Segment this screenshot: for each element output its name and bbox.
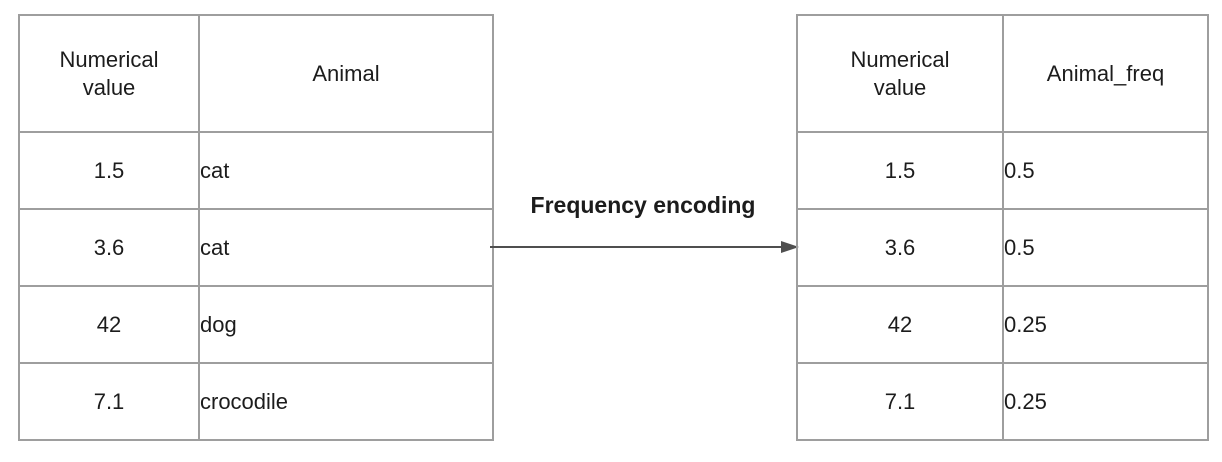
animal-cell: dog — [198, 285, 494, 364]
table-row: 7.1 0.25 — [796, 362, 1209, 441]
table-row: 7.1 crocodile — [18, 362, 494, 441]
numerical-value-cell: 7.1 — [796, 362, 1004, 441]
table-row: 3.6 cat — [18, 208, 494, 287]
animal-freq-cell: 0.5 — [1002, 131, 1209, 210]
table-row: 42 0.25 — [796, 285, 1209, 364]
numerical-value-cell: 1.5 — [796, 131, 1004, 210]
encoded-header-numerical-value: Numerical value — [796, 14, 1004, 133]
header-label: Animal_freq — [1046, 60, 1165, 86]
animal-freq-cell: 0.25 — [1002, 285, 1209, 364]
table-row: 1.5 0.5 — [796, 131, 1209, 210]
animal-cell: cat — [198, 208, 494, 287]
header-label: Numerical value — [850, 47, 950, 100]
numerical-value-cell: 3.6 — [796, 208, 1004, 287]
encoded-header-animal-freq: Animal_freq — [1002, 14, 1209, 133]
animal-cell: crocodile — [198, 362, 494, 441]
animal-cell: cat — [198, 131, 494, 210]
numerical-value-cell: 7.1 — [18, 362, 200, 441]
right-arrow-icon — [488, 237, 800, 257]
animal-freq-cell: 0.5 — [1002, 208, 1209, 287]
arrow-label: Frequency encoding — [530, 192, 756, 218]
animal-freq-cell: 0.25 — [1002, 362, 1209, 441]
source-header-numerical-value: Numerical value — [18, 14, 200, 133]
source-table-header-row: Numerical value Animal — [18, 14, 494, 133]
numerical-value-cell: 42 — [18, 285, 200, 364]
numerical-value-cell: 3.6 — [18, 208, 200, 287]
table-row: 42 dog — [18, 285, 494, 364]
encoded-table: Numerical value Animal_freq 1.5 0.5 3.6 … — [796, 14, 1209, 441]
source-table: Numerical value Animal 1.5 cat 3.6 cat 4… — [18, 14, 494, 441]
header-label: Numerical value — [59, 47, 159, 100]
numerical-value-cell: 42 — [796, 285, 1004, 364]
table-row: 1.5 cat — [18, 131, 494, 210]
header-label: Animal — [312, 60, 380, 86]
numerical-value-cell: 1.5 — [18, 131, 200, 210]
table-row: 3.6 0.5 — [796, 208, 1209, 287]
encoded-table-header-row: Numerical value Animal_freq — [796, 14, 1209, 133]
source-header-animal: Animal — [198, 14, 494, 133]
